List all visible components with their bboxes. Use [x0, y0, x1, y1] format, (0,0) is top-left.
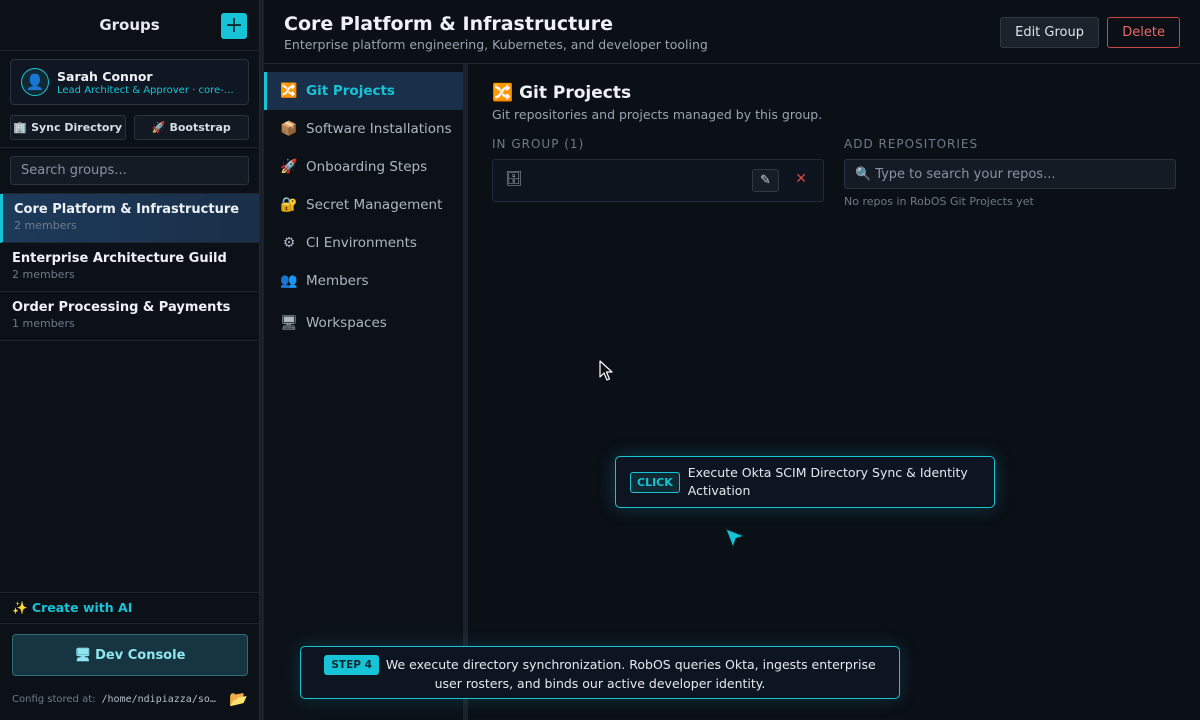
lock-icon: 🔐	[280, 197, 298, 213]
folder-icon[interactable]: 📂	[229, 690, 248, 708]
groups-sidebar: Groups + 👤 Sarah Connor Lead Architect &…	[0, 0, 260, 720]
click-badge: CLICK	[630, 471, 680, 493]
step-caption: STEP 4 We execute directory synchronizat…	[300, 646, 900, 699]
group-header: Core Platform & Infrastructure Enterpris…	[264, 0, 1200, 64]
tab-label: Onboarding Steps	[306, 159, 428, 175]
group-member-count: 2 members	[14, 219, 77, 232]
user-avatar-icon: 👤	[21, 68, 49, 96]
group-member-count: 1 members	[12, 317, 75, 330]
add-repositories-label: ADD REPOSITORIES	[844, 137, 979, 151]
tab-onboarding-steps[interactable]: 🚀 Onboarding Steps	[264, 148, 463, 186]
page-title: Core Platform & Infrastructure	[284, 13, 613, 35]
subnav-resize-handle[interactable]	[463, 64, 468, 720]
tab-label: Members	[306, 273, 369, 289]
group-item-enterprise-architecture[interactable]: Enterprise Architecture Guild 2 members	[0, 243, 259, 292]
tab-label: Git Projects	[306, 83, 395, 99]
user-name: Sarah Connor	[57, 68, 153, 84]
tab-label: Workspaces	[306, 315, 387, 331]
group-item-order-processing[interactable]: Order Processing & Payments 1 members	[0, 292, 259, 341]
config-label: Config stored at:	[12, 693, 96, 705]
group-name: Core Platform & Infrastructure	[14, 202, 240, 217]
step-badge: STEP 4	[324, 655, 379, 675]
group-name: Enterprise Architecture Guild	[12, 251, 227, 266]
group-section-nav: 🔀 Git Projects 📦 Software Installations …	[264, 64, 463, 720]
sidebar-actions: 🏢 Sync Directory 🚀 Bootstrap	[10, 115, 249, 140]
edit-group-button[interactable]: Edit Group	[1000, 17, 1099, 48]
group-item-core-platform[interactable]: Core Platform & Infrastructure 2 members	[0, 194, 259, 243]
repo-row: 🗄 ✎ ✕	[492, 159, 824, 202]
sidebar-footer: ✨ Create with AI 🖥 Dev Console Config st…	[0, 592, 260, 720]
sync-directory-label: Sync Directory	[31, 121, 123, 134]
edit-repo-button[interactable]: ✎	[752, 169, 779, 192]
users-icon: 👥	[280, 273, 298, 289]
sidebar-resize-handle[interactable]	[260, 0, 264, 720]
search-icon: 🔍	[855, 166, 872, 182]
sync-directory-button[interactable]: 🏢 Sync Directory	[10, 115, 126, 140]
computer-icon: 🖥	[280, 315, 298, 331]
bootstrap-label: Bootstrap	[169, 121, 231, 134]
tab-workspaces[interactable]: 🖥 Workspaces	[264, 304, 463, 342]
click-hint-tooltip: CLICK Execute Okta SCIM Directory Sync &…	[615, 456, 995, 508]
section-title: 🔀 Git Projects	[492, 83, 632, 103]
tab-label: Secret Management	[306, 197, 443, 213]
group-member-count: 2 members	[12, 268, 75, 281]
shuffle-icon: 🔀	[280, 83, 298, 99]
tab-label: CI Environments	[306, 235, 417, 251]
tab-ci-environments[interactable]: ⚙ CI Environments	[264, 224, 463, 262]
mouse-cursor-icon	[599, 360, 613, 381]
dev-console-label: Dev Console	[95, 647, 186, 663]
gear-icon: ⚙	[282, 235, 296, 251]
bootstrap-button[interactable]: 🚀 Bootstrap	[133, 115, 249, 140]
sidebar-title: Groups	[99, 16, 160, 34]
rocket-icon: 🚀	[280, 159, 298, 175]
group-name: Order Processing & Payments	[12, 300, 231, 315]
dev-console-button[interactable]: 🖥 Dev Console	[12, 634, 248, 676]
no-repos-hint: No repos in RobOS Git Projects yet	[844, 195, 1034, 208]
terminal-icon: 🖥	[74, 647, 92, 663]
section-subtitle: Git repositories and projects managed by…	[492, 107, 823, 122]
click-hint-text: Execute Okta SCIM Directory Sync & Ident…	[687, 465, 968, 498]
tab-label: Software Installations	[306, 121, 452, 137]
git-projects-panel: 🔀 Git Projects Git repositories and proj…	[468, 64, 1200, 720]
config-location: Config stored at: /home/ndipiazza/source…	[0, 690, 260, 708]
tab-software-installations[interactable]: 📦 Software Installations	[264, 110, 463, 148]
tab-members[interactable]: 👥 Members	[264, 262, 463, 300]
config-path: /home/ndipiazza/source/robos	[101, 693, 220, 705]
remove-repo-button[interactable]: ✕	[795, 171, 807, 187]
repo-search-input[interactable]: 🔍 Type to search your repos...	[844, 159, 1176, 189]
delete-group-button[interactable]: Delete	[1107, 17, 1180, 48]
sidebar-divider	[0, 147, 259, 148]
create-with-ai-link[interactable]: ✨ Create with AI	[0, 592, 260, 624]
search-groups-input[interactable]: Search groups...	[10, 156, 249, 185]
rocket-icon: 🚀	[151, 121, 166, 134]
step-text: We execute directory synchronization. Ro…	[385, 657, 876, 691]
package-icon: 📦	[280, 121, 298, 137]
sidebar-header: Groups +	[0, 0, 259, 51]
guide-pointer-icon	[725, 528, 746, 549]
add-group-button[interactable]: +	[221, 13, 247, 39]
tab-secret-management[interactable]: 🔐 Secret Management	[264, 186, 463, 224]
current-user-card[interactable]: 👤 Sarah Connor Lead Architect & Approver…	[10, 59, 249, 105]
group-list: Core Platform & Infrastructure 2 members…	[0, 193, 259, 341]
tab-git-projects[interactable]: 🔀 Git Projects	[264, 72, 463, 110]
building-icon: 🏢	[13, 121, 28, 134]
page-subtitle: Enterprise platform engineering, Kuberne…	[284, 37, 708, 52]
user-role: Lead Architect & Approver · core-platfor…	[57, 84, 237, 96]
repo-search-placeholder: Type to search your repos...	[875, 166, 1056, 182]
repository-icon: 🗄	[505, 171, 523, 187]
in-group-label: IN GROUP (1)	[492, 137, 585, 151]
